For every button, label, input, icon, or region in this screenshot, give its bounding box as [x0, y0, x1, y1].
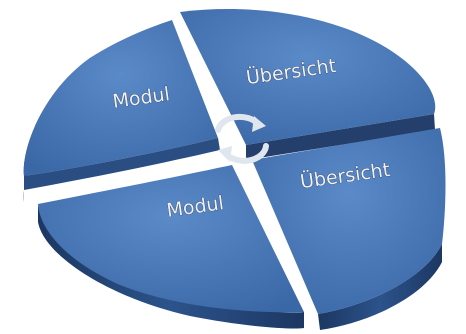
segment-bottom-right [252, 128, 446, 330]
segment-top-right-face [180, 9, 436, 146]
segment-top-right [180, 9, 436, 160]
segment-bottom-left [38, 165, 304, 329]
segment-top-left-face [23, 20, 218, 176]
segment-bottom-left-face [38, 165, 304, 313]
segment-bottom-right-side [318, 244, 442, 330]
segment-top-left [23, 20, 220, 202]
segment-top-right-side [246, 114, 435, 160]
cycle-arrows-icon [215, 113, 269, 164]
segment-bottom-right-face [252, 128, 446, 314]
